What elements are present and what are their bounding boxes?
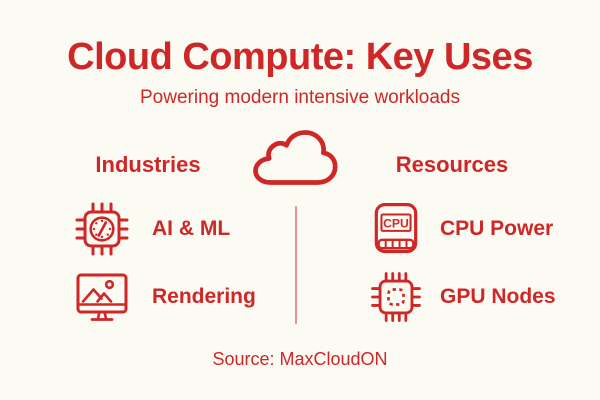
cpu-icon-text: CPU xyxy=(383,217,409,231)
list-item-label: GPU Nodes xyxy=(440,285,556,308)
page-title: Cloud Compute: Key Uses xyxy=(67,36,533,78)
list-item-cpu-power: CPU CPU Power xyxy=(366,197,553,261)
list-item-gpu-nodes: GPU Nodes xyxy=(366,265,556,329)
page-subtitle: Powering modern intensive workloads xyxy=(140,87,460,108)
list-item-label: CPU Power xyxy=(440,217,554,240)
right-column-header: Resources xyxy=(395,152,509,177)
gpu-chip-icon xyxy=(366,267,426,327)
column-divider-line xyxy=(295,206,297,324)
list-item-rendering: Rendering xyxy=(70,265,256,329)
source-caption: Source: MaxCloudON xyxy=(212,349,388,369)
cpu-chip-icon: CPU xyxy=(366,199,426,259)
ai-chip-gauge-icon xyxy=(70,197,134,261)
list-item-ai-ml: AI & ML xyxy=(70,197,230,261)
cloud-icon xyxy=(248,126,346,190)
list-item-label: Rendering xyxy=(152,285,256,308)
left-column-header: Industries xyxy=(95,152,201,177)
monitor-render-icon xyxy=(70,265,134,329)
list-item-label: AI & ML xyxy=(152,217,231,240)
